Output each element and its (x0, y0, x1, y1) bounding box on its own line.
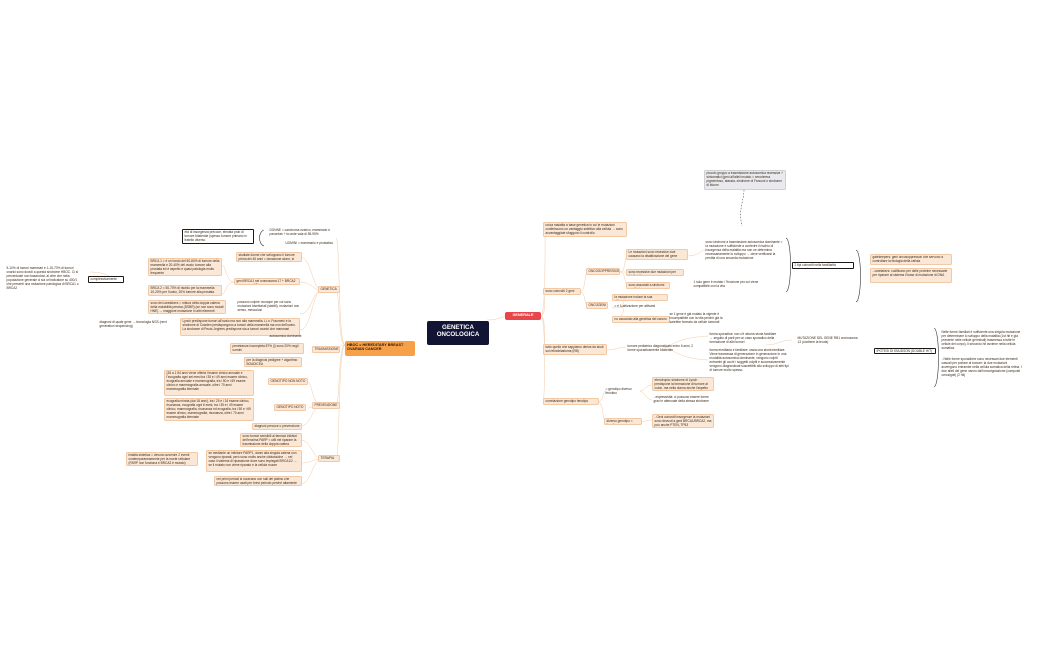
node-mutazioni-bisettoriali[interactable]: possono colpire ovunque per cui sono mut… (237, 300, 300, 312)
node-forma-sporadica[interactable]: forma sporadica: non c'è alcuna storia f… (709, 332, 777, 344)
node-oncosoppressori[interactable]: ONCOSOPPRESSORI (586, 268, 620, 275)
node-eterotropia[interactable]: eterotropia: sindrome di Lynch predispon… (652, 377, 714, 391)
node-onco-two-mutations[interactable]: sono recessive due mutazioni per "dall'a… (626, 269, 684, 276)
central-topic[interactable]: GENETICA ONCOLOGICA (427, 321, 489, 345)
node-genotipo-diverso[interactable]: = genotipo diverso fenotipo (605, 387, 632, 394)
node-oncogeni-incompatibile[interactable]: se 1 gene è già mutato la vigente è inco… (669, 312, 723, 324)
node-genotipo-noto[interactable]: GENOTIPO NOTO (274, 404, 306, 411)
node-sono-coinvolti[interactable]: sono coinvolti 2 geni (543, 288, 581, 295)
node-platino[interactable]: nei primi periodi si curavano con sali d… (214, 476, 302, 486)
comment-autosomica-recessiva[interactable]: piccolo gruppo a trasmissione autosomica… (704, 170, 786, 190)
node-mutazione-rb1[interactable]: MUTAZIONE DEL GENE RB1 cromosoma 13 (con… (797, 336, 858, 344)
node-lynch[interactable]: Lynch predispone tumori all'ovaio ma non… (180, 318, 300, 336)
node-insorgenza-precoce[interactable]: età di insorgenza precoce, elevata prob … (182, 229, 254, 244)
node-geni-coinvolti[interactable]: - Geni coinvolti insorgenze la mutazioni… (652, 414, 714, 428)
node-diverso-genotipo[interactable]: diverso genotipo = fenotipo (604, 418, 642, 425)
node-genotipo-non-noto[interactable]: GENOTIPO NON NOTO (268, 378, 308, 385)
branch-generale[interactable]: GENERALE (505, 312, 541, 320)
node-uomini[interactable]: UOMINI = mammario e prostatico (285, 241, 334, 245)
node-brca1[interactable]: BRCA 1 = è un fondo del 50-80% di tumore… (148, 258, 222, 276)
node-oncogeni-one-hit[interactable]: -> è 1 attivazione per attivarsi (613, 304, 656, 308)
node-pleiotropia[interactable]: unica malattia a base genetica in cui le… (543, 222, 627, 237)
node-oncogeni-genetica[interactable]: no associato alla genetica del cancro (612, 316, 670, 323)
node-forma-ereditaria[interactable]: forma ereditaria e familiare: ossia una … (709, 348, 789, 372)
node-oncogeni-activation[interactable]: la mutazione induce la sua attivazione (612, 294, 668, 301)
node-letalita-sintetica[interactable]: letalità sintetica = devono avvenire 2 e… (126, 452, 198, 466)
node-onco-detail[interactable]: sono sindromi a trasmissione autosomica … (705, 240, 783, 260)
node-prevenzione[interactable]: PREVENZIONE (312, 402, 340, 409)
node-correlazione[interactable]: correlazione genotipo fenotipo (543, 398, 599, 405)
node-ipotesi-sporadiche[interactable]: - Nelle forme sporadiche sono necessari … (941, 357, 1022, 377)
node-brca2[interactable]: BRCA 2 = 50-70% di rischio per la mammel… (148, 285, 222, 296)
node-onco-one-gene[interactable]: 1 solo gene è mutato / l'funzione per cu… (693, 280, 759, 288)
node-onco-sindromi[interactable]: sono associati a sindromi ereditarie (626, 282, 670, 289)
node-caretakers[interactable]: - caretakers: codificano per delle prote… (870, 268, 952, 283)
node-parp[interactable]: sono tumori sensibili ai farmaci inibito… (240, 433, 302, 447)
node-gn-text[interactable]: ecografia mirata (dai 18 anni), tra i 25… (164, 398, 254, 421)
node-diagnosi-precoce[interactable]: diagnosi precoce o prevenzione (252, 423, 302, 430)
node-side-text[interactable]: 5-10% di tumori mammari e 1-15-70% di tu… (6, 266, 79, 290)
node-donne-45[interactable]: studiate donne che sviluppano il tumore … (236, 252, 302, 262)
node-tumore-pediatrico[interactable]: tumore pediatrico diagnosticato entro 6 … (627, 344, 694, 352)
node-onco-recessive[interactable]: Le mutazioni sono recessive cioè causano… (626, 249, 688, 260)
node-parp-inhibitor[interactable]: se mediante un inibitore PARP1, danni al… (206, 450, 302, 472)
node-terapia[interactable]: TERAPIA (318, 455, 340, 462)
node-penetranza[interactable]: penetranza incompleta 87% (§ sono 20% ne… (230, 343, 304, 354)
node-geni-brca[interactable]: geni BRCA1 nel cromosoma 17 + BRCA2 crom… (234, 278, 300, 285)
node-diagnosi-ngs[interactable]: diagnosi di quale gene → tecnologia NGS … (99, 320, 167, 328)
node-gnn-text[interactable]: (35 a 1 84 anni viene offerta l'esame cl… (164, 370, 254, 396)
node-trasmissione[interactable]: TRASMISSIONE (312, 346, 340, 353)
node-autosomica-dominante[interactable]: autosomica dominante (269, 334, 302, 338)
node-two-genes[interactable]: 2 tipi coinvolti nella familiarità oncog… (792, 262, 854, 269)
node-caretakers-dsbr[interactable]: sono dei caretakers = rottura della dopp… (148, 300, 226, 314)
node-espressivita[interactable]: - espressività: ci possono essere forme … (653, 395, 709, 403)
node-ipotesi-familiari[interactable]: Nelle forme familiari è sufficiente una … (941, 330, 1021, 350)
node-donne[interactable]: DONNE = carcinoma ovarico, mammario e pa… (269, 228, 331, 236)
node-pedigree[interactable]: per la diagnosi pedigree + algoritmo BOA… (244, 357, 302, 367)
node-oncogeni[interactable]: ONCOGENI (586, 302, 608, 309)
node-complessivamente[interactable]: complessivamente (88, 276, 124, 283)
branch-hboc[interactable]: HBOC = HEREDITARY BREAST OVARIAN CANCER (345, 341, 415, 356)
node-retinoblastoma[interactable]: tutto quello che sappiamo deriva da stud… (543, 344, 607, 355)
node-ipotesi-knudson[interactable]: IPOTESI DI KNUDSON (DOUBLE HIT) (874, 348, 936, 354)
node-gatekeepers[interactable]: gatekeepers: geni oncosoppressori che se… (870, 254, 952, 265)
node-genetica[interactable]: GENETICA (318, 286, 340, 293)
